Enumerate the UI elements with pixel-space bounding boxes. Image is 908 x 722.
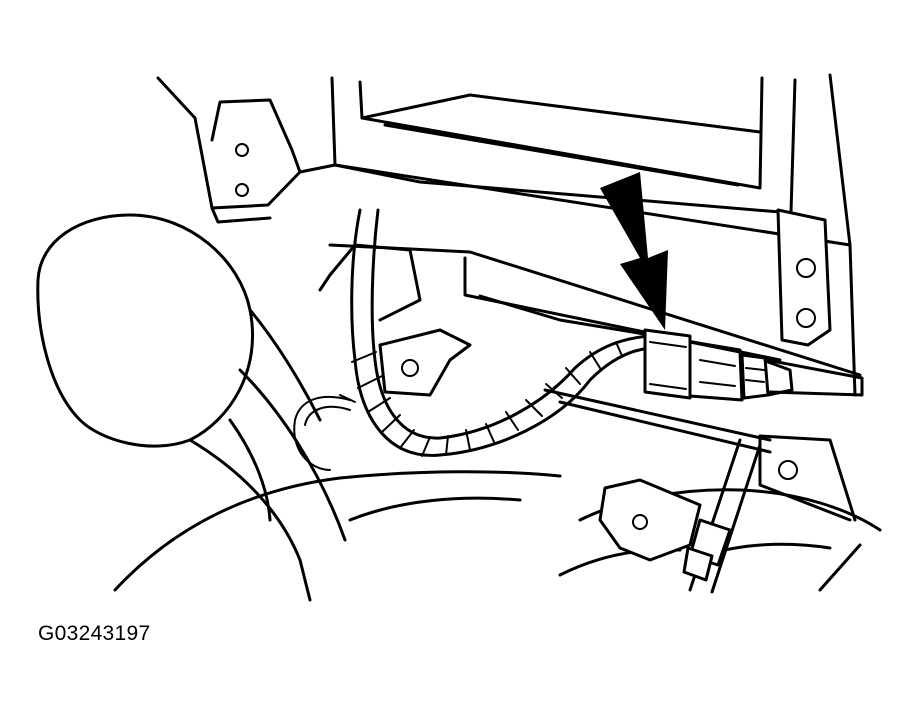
callout-arrow-icon <box>600 172 668 330</box>
harness-connector <box>643 328 794 402</box>
lower-right-bracket <box>758 434 857 522</box>
upper-frame-panel <box>330 73 857 397</box>
floor-contours <box>113 470 882 592</box>
spiral-wrap-bands <box>351 341 623 457</box>
anchor-bracket <box>598 438 762 594</box>
sensor-wire-loop <box>293 394 356 471</box>
right-side-bracket <box>776 208 832 347</box>
figure-id-label: G03243197 <box>38 622 151 645</box>
center-bracket <box>318 243 472 397</box>
wire-harness <box>350 208 652 457</box>
seat-belt-buckle <box>36 213 347 602</box>
upper-left-bracket <box>156 76 337 224</box>
harness-connector-illustration <box>36 73 882 602</box>
